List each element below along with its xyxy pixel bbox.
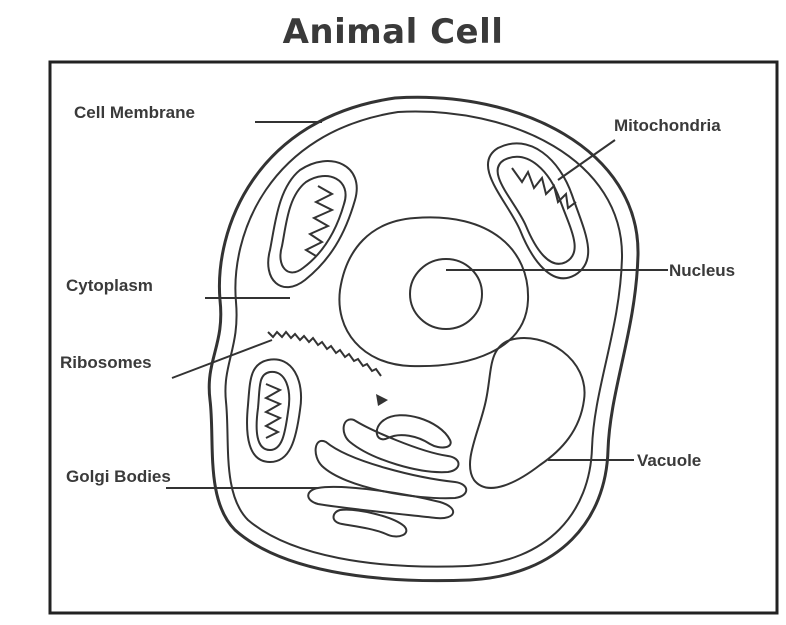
label-golgi-bodies: Golgi Bodies	[66, 467, 171, 486]
label-mitochondria: Mitochondria	[614, 116, 721, 135]
diagram-frame	[50, 62, 777, 613]
label-cytoplasm: Cytoplasm	[66, 276, 153, 295]
label-vacuole: Vacuole	[637, 451, 701, 470]
label-cell-membrane: Cell Membrane	[74, 103, 195, 122]
mitochondrion-lower-left	[247, 359, 301, 462]
ribosomes-chain	[268, 332, 381, 376]
leader-ribosomes	[172, 340, 272, 378]
nucleus	[339, 217, 528, 366]
mitochondrion-upper-right	[488, 143, 588, 278]
vacuole	[470, 338, 585, 488]
label-nucleus: Nucleus	[669, 261, 735, 280]
golgi-bodies	[308, 415, 466, 536]
leader-mitochondria	[558, 140, 615, 180]
ribosomes-arrowhead	[376, 394, 388, 406]
label-ribosomes: Ribosomes	[60, 353, 152, 372]
mitochondrion-upper-left	[268, 161, 357, 287]
